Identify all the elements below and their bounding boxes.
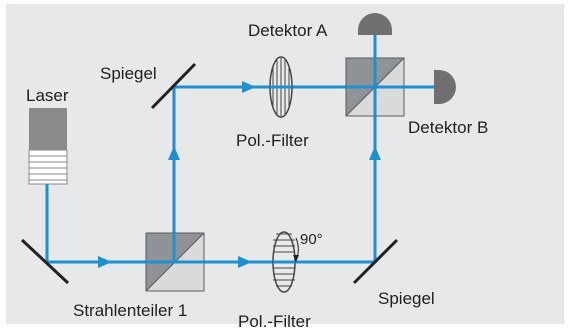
mirror-top-left bbox=[150, 62, 197, 110]
detector-a-label: Detektor A bbox=[248, 21, 328, 40]
beam-arrows bbox=[98, 81, 381, 268]
arrow-bottom-right bbox=[98, 256, 112, 268]
arrow-up-left bbox=[168, 146, 180, 160]
laser-label: Laser bbox=[26, 86, 69, 105]
laser-source bbox=[28, 108, 68, 185]
arrow-bottom-right-2 bbox=[238, 256, 252, 268]
detector-b bbox=[434, 70, 456, 104]
arrow-top-right bbox=[242, 81, 256, 93]
detector-a bbox=[358, 13, 392, 35]
mirror-top-label: Spiegel bbox=[100, 64, 157, 83]
mirror-bottom-label: Spiegel bbox=[378, 289, 435, 308]
beam-splitter-label: Strahlenteiler 1 bbox=[73, 301, 187, 320]
arrow-up-right bbox=[369, 146, 381, 160]
pol-filter-bottom-label: Pol.-Filter bbox=[238, 312, 311, 331]
angle-label: 90° bbox=[300, 231, 323, 248]
pol-filter-top-label: Pol.-Filter bbox=[236, 131, 309, 150]
mirror-bottom-left bbox=[20, 238, 70, 285]
detector-b-label: Detektor B bbox=[408, 118, 488, 137]
rotation-arrow-icon bbox=[293, 255, 299, 262]
mirror-bottom-right bbox=[352, 238, 399, 285]
